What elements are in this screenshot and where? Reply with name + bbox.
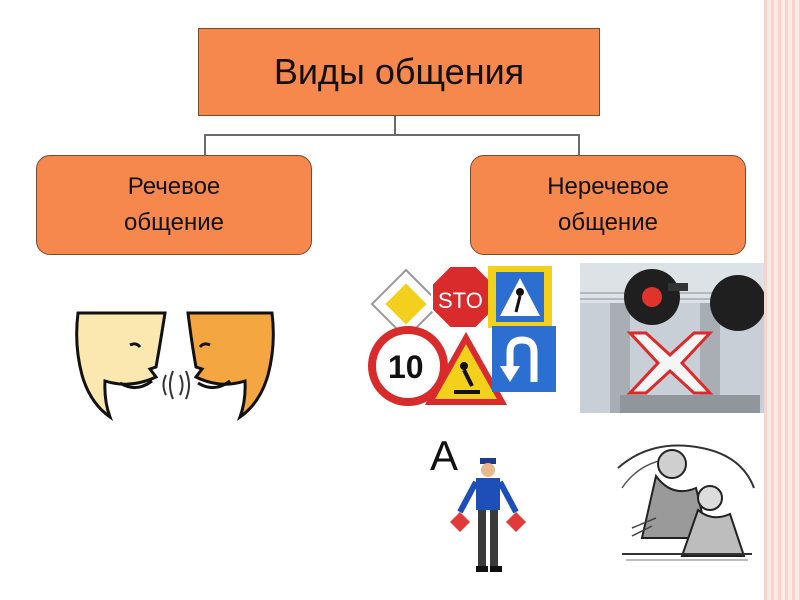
speaking-faces-icon (75, 311, 275, 422)
speed-limit-text: 10 (388, 349, 424, 385)
speech-communication-box: Речевое общение (36, 155, 312, 255)
flag-semaphore-person-icon (450, 458, 526, 572)
sketch-illustration-icon (612, 428, 760, 580)
connector-horizontal (204, 134, 580, 136)
nonverbal-communication-line1: Неречевое (547, 173, 669, 200)
decorative-side-stripes (764, 0, 800, 600)
diagram-title: Виды общения (273, 51, 525, 92)
road-signs-icon: STO 10 (368, 265, 556, 406)
diagram-title-box: Виды общения (198, 28, 600, 116)
semaphore-letter: A (430, 432, 459, 479)
connector-trunk (394, 116, 396, 135)
speech-communication-line2: общение (124, 209, 224, 236)
nonverbal-communication-box: Неречевое общение (470, 155, 746, 255)
speech-communication-line1: Речевое (127, 173, 221, 200)
connector-right-drop (578, 134, 580, 155)
stop-sign-text: STO (438, 288, 483, 313)
railway-crossing-signal-icon (580, 263, 764, 413)
connector-left-drop (204, 134, 206, 155)
nonverbal-communication-line2: общение (558, 209, 658, 236)
